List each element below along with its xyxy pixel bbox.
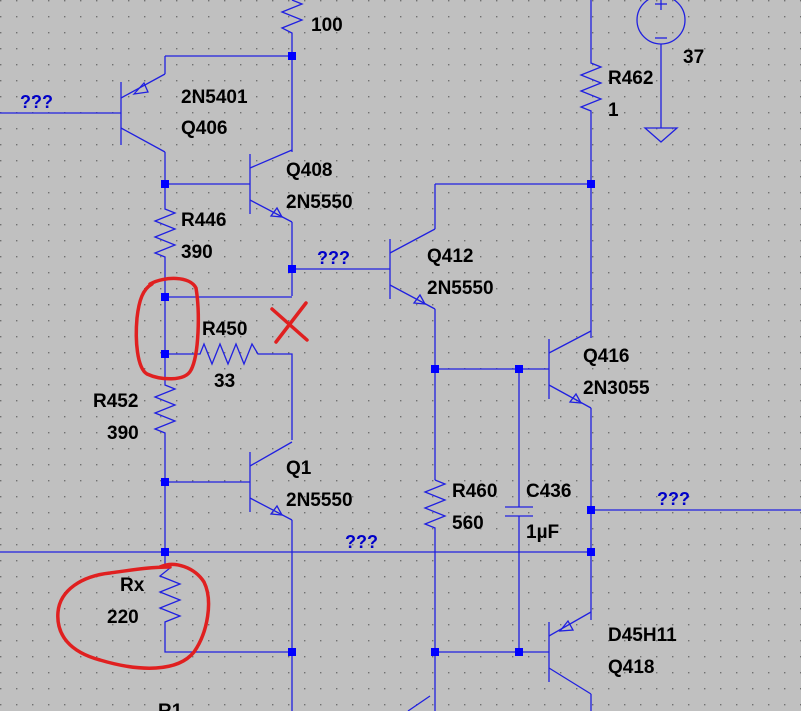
junction: [587, 548, 595, 556]
transistor-q408[interactable]: [165, 149, 293, 296]
r452-value: 390: [107, 423, 139, 444]
junction: [161, 350, 169, 358]
r462-ref: R462: [608, 68, 653, 89]
transistor-q412[interactable]: [389, 184, 436, 480]
r446-value: 390: [181, 242, 213, 263]
transistor-q406[interactable]: [120, 55, 292, 184]
r452-ref: R452: [93, 391, 138, 412]
transistor-q418[interactable]: [548, 611, 592, 711]
c436-ref: C436: [526, 481, 571, 502]
q416-ref: Q416: [583, 346, 629, 367]
resistor-100-value: 100: [311, 15, 343, 36]
junction: [161, 180, 169, 188]
net-label-horizontal[interactable]: ???: [345, 532, 378, 552]
q1-ref: Q1: [286, 458, 312, 479]
c436-value: 1µF: [526, 522, 559, 543]
voltage-source-37[interactable]: [636, 0, 686, 143]
r460-value: 560: [452, 513, 484, 534]
junction: [431, 365, 439, 373]
rx-value: 220: [107, 607, 139, 628]
r460-ref: R460: [452, 481, 497, 502]
junction: [161, 293, 169, 301]
junction: [431, 648, 439, 656]
junction: [288, 52, 296, 60]
resistor-r460[interactable]: [423, 479, 447, 711]
resistor-rx[interactable]: [158, 565, 292, 653]
resistor-r462[interactable]: [579, 0, 603, 184]
r446-ref: R446: [181, 210, 226, 231]
q408-part: 2N5550: [286, 192, 353, 213]
junction: [515, 365, 523, 373]
q418-ref: Q418: [608, 657, 654, 678]
rx-ref: Rx: [120, 575, 145, 596]
q418-part: D45H11: [608, 625, 677, 646]
q406-part: 2N5401: [181, 87, 248, 108]
annotation-circle-large: [56, 562, 211, 670]
q1-part: 2N5550: [286, 490, 353, 511]
junction: [587, 180, 595, 188]
resistor-r452[interactable]: [153, 354, 177, 482]
voltage-value: 37: [683, 47, 704, 68]
junction: [288, 265, 296, 273]
annotation-x-mark: [270, 301, 309, 344]
r450-value: 33: [214, 371, 235, 392]
junction: [161, 478, 169, 486]
q416-part: 2N3055: [583, 378, 650, 399]
annotation-circle-small: [134, 276, 201, 381]
resistor-r450[interactable]: [165, 342, 293, 440]
q412-ref: Q412: [427, 246, 473, 267]
q412-part: 2N5550: [427, 278, 494, 299]
net-label-q412-base[interactable]: ???: [317, 248, 350, 268]
partial-bottom-label: R1: [158, 701, 183, 711]
partial-bottom-diagonal: [407, 695, 431, 711]
resistor-100[interactable]: [280, 0, 304, 56]
junction: [515, 648, 523, 656]
capacitor-c436[interactable]: [505, 369, 533, 652]
r462-value: 1: [608, 100, 619, 121]
junction: [587, 506, 595, 514]
r450-ref: R450: [202, 319, 247, 340]
junction: [288, 648, 296, 656]
q406-ref: Q406: [181, 118, 227, 139]
resistor-r446[interactable]: [153, 184, 177, 297]
junction: [161, 548, 169, 556]
net-label-input[interactable]: ???: [20, 92, 53, 112]
net-label-output[interactable]: ???: [657, 489, 690, 509]
q408-ref: Q408: [286, 160, 332, 181]
